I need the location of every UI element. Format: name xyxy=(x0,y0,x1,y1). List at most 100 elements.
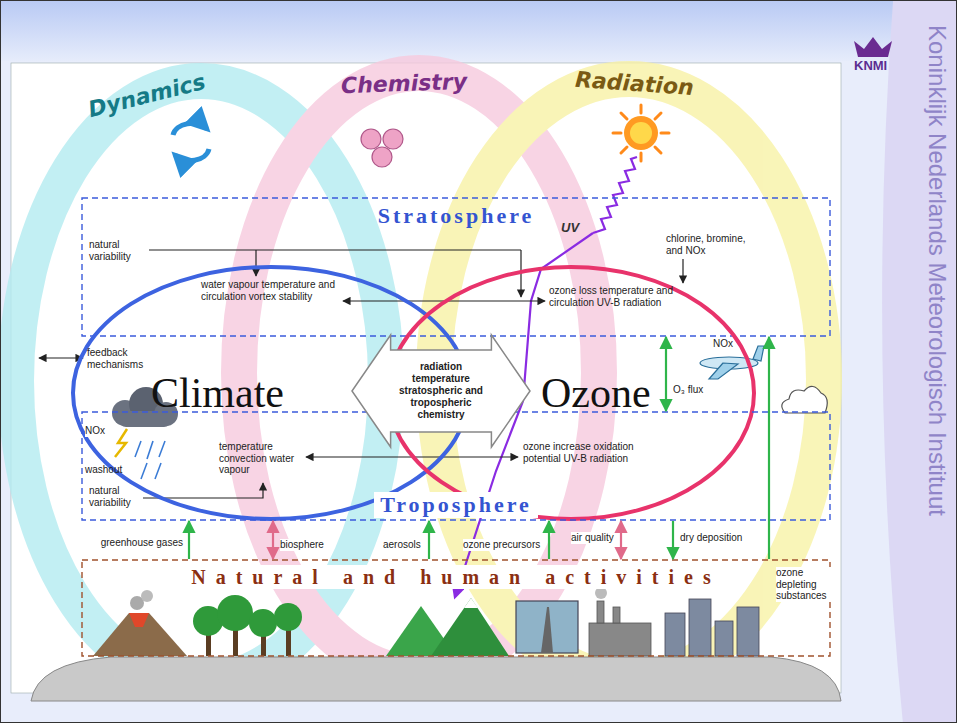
landscape-part xyxy=(31,657,841,701)
process-note: washout xyxy=(85,464,122,476)
flux-arrow xyxy=(768,337,770,559)
node-text: Stratosphere xyxy=(378,203,535,229)
flux-label: O₃ flux xyxy=(673,384,703,396)
landscape-part xyxy=(464,598,478,608)
process-note-holder: washout xyxy=(85,464,122,476)
flux-label-holder: ozone precursors xyxy=(463,534,540,552)
flux-label-holder: ozone depleting substances xyxy=(776,567,838,603)
troposphere-box: Troposphere xyxy=(81,411,831,521)
sun-icon-part-part xyxy=(661,132,669,135)
sun-icon-part xyxy=(613,105,669,161)
landscape-part-part xyxy=(689,599,711,656)
node-text: Natural and human activities xyxy=(185,565,726,589)
activities-box: Natural and human activities xyxy=(81,559,831,657)
node-text: radiation temperature stratospheric and … xyxy=(391,361,491,421)
flux-label-holder: biosphere xyxy=(280,534,324,552)
ozone-ellipse-outline-part xyxy=(388,267,754,519)
dynamics-icon xyxy=(173,123,209,160)
landscape-part xyxy=(193,595,302,637)
slide-background-part xyxy=(882,1,957,723)
flux-label: ozone depleting substances xyxy=(776,567,838,602)
chemistry-icon-part xyxy=(361,129,381,149)
chemistry-icon-part xyxy=(372,147,392,167)
landscape-part-part xyxy=(715,621,733,656)
sun-icon-part-part xyxy=(655,147,661,153)
sun-icon xyxy=(613,105,669,161)
node-text: Troposphere xyxy=(374,492,538,518)
aircraft-icon-part xyxy=(709,363,738,379)
process-arrows xyxy=(39,250,683,498)
troposphere-box-outline-part xyxy=(82,412,830,520)
process-note: chlorine, bromine, and NOx xyxy=(666,233,761,256)
landscape-part xyxy=(541,607,553,653)
aircraft-icon xyxy=(700,346,764,379)
sun-icon-part xyxy=(624,116,658,150)
institute-name: Koninklijk Nederlands Meteorologisch Ins… xyxy=(923,25,951,516)
emission-label: NOx xyxy=(713,338,733,350)
logo-text: KNMI xyxy=(854,59,887,74)
process-arrows-part xyxy=(149,249,521,250)
process-note-holder: chlorine, bromine, and NOx xyxy=(666,233,761,256)
process-arrows-part xyxy=(255,250,256,276)
flux-arrow xyxy=(548,521,550,559)
theme-heading: Chemistry xyxy=(341,69,468,99)
storm-icon-part-part xyxy=(147,441,153,459)
emission-label-holder: NOx xyxy=(713,338,733,350)
theme-rings-part xyxy=(16,81,386,681)
flux-arrow xyxy=(188,521,190,559)
flux-label-holder: air quality xyxy=(571,527,614,545)
sun-icon-part-part xyxy=(640,105,643,113)
theme-heading-holder: Chemistry xyxy=(341,69,468,99)
stratosphere-box: Stratosphere xyxy=(81,197,831,337)
landscape-part xyxy=(665,599,759,656)
process-note: water vapour temperature and circulation… xyxy=(201,279,339,302)
sun-icon-part-part xyxy=(640,153,643,161)
landscape-part xyxy=(516,601,578,653)
logo-text-holder: KNMI xyxy=(854,59,887,74)
landscape-part-part xyxy=(737,607,759,656)
activities-box-outline-part xyxy=(82,560,830,656)
node-text: Ozone xyxy=(541,370,651,416)
process-note: temperature convection water vapour xyxy=(219,441,303,476)
process-note: natural variability xyxy=(89,239,147,262)
interaction-arrow-outline-part xyxy=(352,335,530,447)
process-note: ozone loss temperature and circulation U… xyxy=(549,285,681,308)
flux-arrow xyxy=(672,521,674,559)
emission-label-holder: NOx xyxy=(85,425,105,437)
emission-label: NOx xyxy=(85,425,105,437)
cloud-icon xyxy=(782,386,827,413)
landscape-part-part xyxy=(613,607,620,623)
flux-arrow xyxy=(272,521,274,559)
flux-arrow xyxy=(428,521,430,559)
landscape-part-part xyxy=(274,603,302,631)
landscape-part xyxy=(93,613,187,656)
landscape-part xyxy=(129,613,149,627)
chemistry-icon-part xyxy=(383,129,403,149)
uv-ray-part xyxy=(593,157,637,233)
cloud-icon-part xyxy=(782,386,827,413)
landscape xyxy=(31,587,841,701)
landscape-part-part xyxy=(665,613,685,656)
flux-label: greenhouse gases xyxy=(101,537,183,549)
flux-label-holder: O₃ flux xyxy=(673,379,703,397)
uv-label: UV xyxy=(561,221,579,236)
storm-icon-part-part xyxy=(135,441,141,457)
flux-label: biosphere xyxy=(280,539,324,551)
storm-icon-part xyxy=(115,429,127,457)
process-note-holder: feedback mechanisms xyxy=(87,347,157,370)
landscape-part-part xyxy=(597,601,604,623)
flux-arrow xyxy=(665,337,667,411)
flux-label-holder: aerosols xyxy=(383,534,421,552)
storm-icon-part-part xyxy=(141,463,147,479)
flux-label: air quality xyxy=(571,532,614,544)
dynamics-icon-part xyxy=(173,123,207,135)
process-note: ozone increase oxidation potential UV-B … xyxy=(523,441,641,464)
process-note-holder: ozone increase oxidation potential UV-B … xyxy=(523,441,641,464)
slide-background-part xyxy=(11,63,841,693)
landscape-part-part xyxy=(249,609,277,637)
dynamics-icon-part xyxy=(175,149,209,161)
sun-icon-part-part xyxy=(613,132,621,135)
process-note-holder: temperature convection water vapour xyxy=(219,441,303,476)
